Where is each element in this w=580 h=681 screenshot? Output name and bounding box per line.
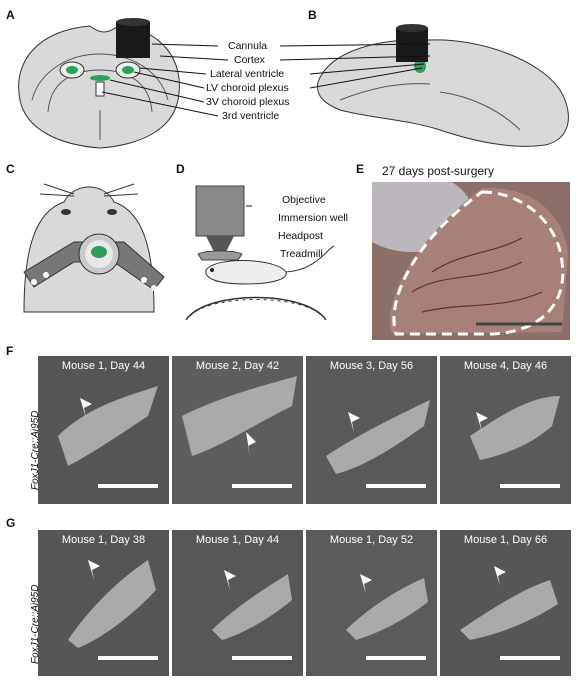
panel-label-a: A (6, 8, 15, 22)
label-3v-choroid-plexus: 3V choroid plexus (206, 96, 290, 108)
third-ventricle (95, 81, 105, 97)
g-tile-2-caption: Mouse 1, Day 44 (195, 534, 280, 546)
label-treadmill: Treadmill (280, 248, 323, 260)
panel-label-e: E (356, 162, 365, 176)
g-tile-1-caption: Mouse 1, Day 38 (61, 534, 146, 546)
brain-schematics (18, 18, 569, 149)
3v-choroid-plexus (90, 75, 110, 81)
g-tile-3: Mouse 1, Day 52 (306, 530, 437, 676)
f-tile-2: Mouse 2, Day 42 (172, 356, 303, 504)
label-lateral-ventricle: Lateral ventricle (210, 68, 285, 80)
g-tile-1: Mouse 1, Day 38 (38, 530, 169, 676)
f-tile-2-caption: Mouse 2, Day 42 (195, 360, 280, 372)
scale-bar (232, 484, 292, 488)
f-tile-4-caption: Mouse 4, Day 46 (463, 360, 548, 372)
lv-choroid-plexus-sagittal (414, 59, 426, 73)
panel-label-d: D (176, 162, 185, 176)
g-tile-3-caption: Mouse 1, Day 52 (329, 534, 414, 546)
imaging-setup-schematic (185, 185, 335, 321)
scale-bar (232, 656, 292, 660)
label-immersion-well: Immersion well (278, 212, 349, 224)
label-headpost: Headpost (278, 230, 323, 242)
label-lv-choroid-plexus: LV choroid plexus (206, 82, 289, 94)
cannula-photo (372, 182, 570, 340)
panel-label-c: C (6, 162, 15, 176)
scale-bar (366, 484, 426, 488)
panel-label-f: F (6, 344, 14, 358)
lv-choroid-plexus-right (122, 66, 134, 74)
f-tile-1: Mouse 1, Day 44 (38, 356, 169, 504)
sagittal-brain-section (316, 39, 569, 147)
scale-bar (366, 656, 426, 660)
label-cortex: Cortex (234, 54, 265, 66)
mouse-headpost-schematic (23, 183, 165, 313)
f-tile-3: Mouse 3, Day 56 (306, 356, 437, 504)
g-tile-4-caption: Mouse 1, Day 66 (463, 534, 548, 546)
label-3rd-ventricle: 3rd ventricle (222, 110, 280, 122)
cannula-a (116, 22, 150, 58)
f-tile-3-caption: Mouse 3, Day 56 (329, 360, 414, 372)
f-tile-1-caption: Mouse 1, Day 44 (61, 360, 146, 372)
label-objective: Objective (282, 194, 326, 206)
panel-label-b: B (308, 8, 317, 22)
g-tile-2: Mouse 1, Day 44 (172, 530, 303, 676)
g-tile-4: Mouse 1, Day 66 (440, 530, 571, 676)
label-cannula: Cannula (228, 40, 268, 52)
lv-choroid-plexus-left (66, 66, 78, 74)
scale-bar (98, 656, 158, 660)
f-tile-4: Mouse 4, Day 46 (440, 356, 571, 504)
scale-bar (500, 484, 560, 488)
e-title: 27 days post-surgery (382, 164, 495, 178)
scale-bar (98, 484, 158, 488)
scale-bar (500, 656, 560, 660)
panel-label-g: G (6, 516, 16, 530)
